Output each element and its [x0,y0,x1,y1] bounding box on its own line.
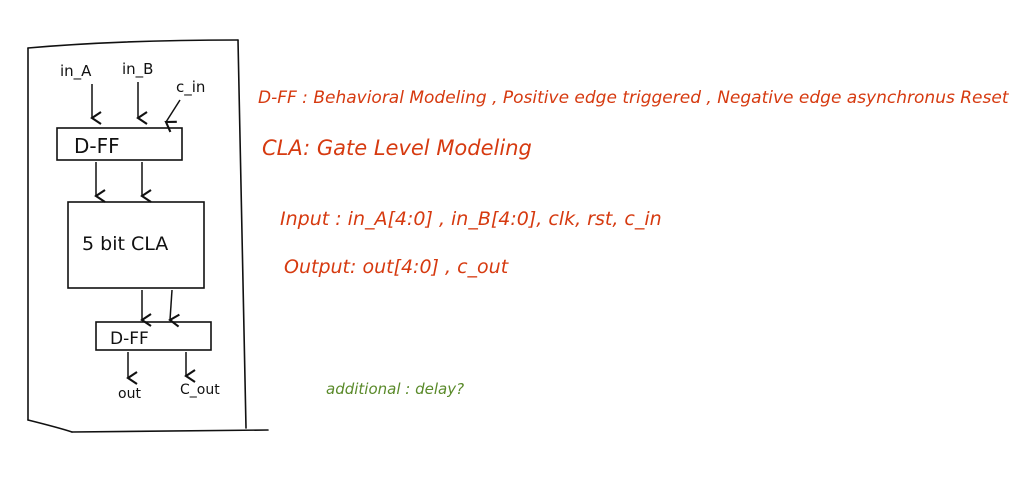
input-arrows [90,82,181,133]
dff-bottom-block [95,321,212,351]
arrow-c-in [164,99,181,133]
input-label-c-in: c_in [176,78,205,97]
note-output-ports: Output: out[4:0] , c_out [284,256,509,278]
output-arrows [126,352,196,385]
input-label-in-b: in_B [122,60,153,79]
cla-block [67,201,205,289]
note-additional: additional : delay? [326,380,465,398]
input-label-in-a: in_A [60,62,92,81]
output-label-out: out [118,386,141,402]
note-input-ports: Input : in_A[4:0] , in_B[4:0], clk, rst,… [280,208,662,230]
note-cla-description: CLA: Gate Level Modeling [262,136,532,160]
dff-to-cla-arrows [94,162,152,203]
dff-top-label: D-FF [74,134,120,158]
cla-label: 5 bit CLA [82,233,168,255]
cla-to-dff-arrows [140,289,180,328]
dff-bottom-label: D-FF [110,329,149,349]
dff-top-block [56,127,183,161]
note-dff-description: D-FF : Behavioral Modeling , Positive ed… [258,88,1009,108]
outer-frame [27,39,269,433]
output-label-c-out: C_out [180,382,220,398]
